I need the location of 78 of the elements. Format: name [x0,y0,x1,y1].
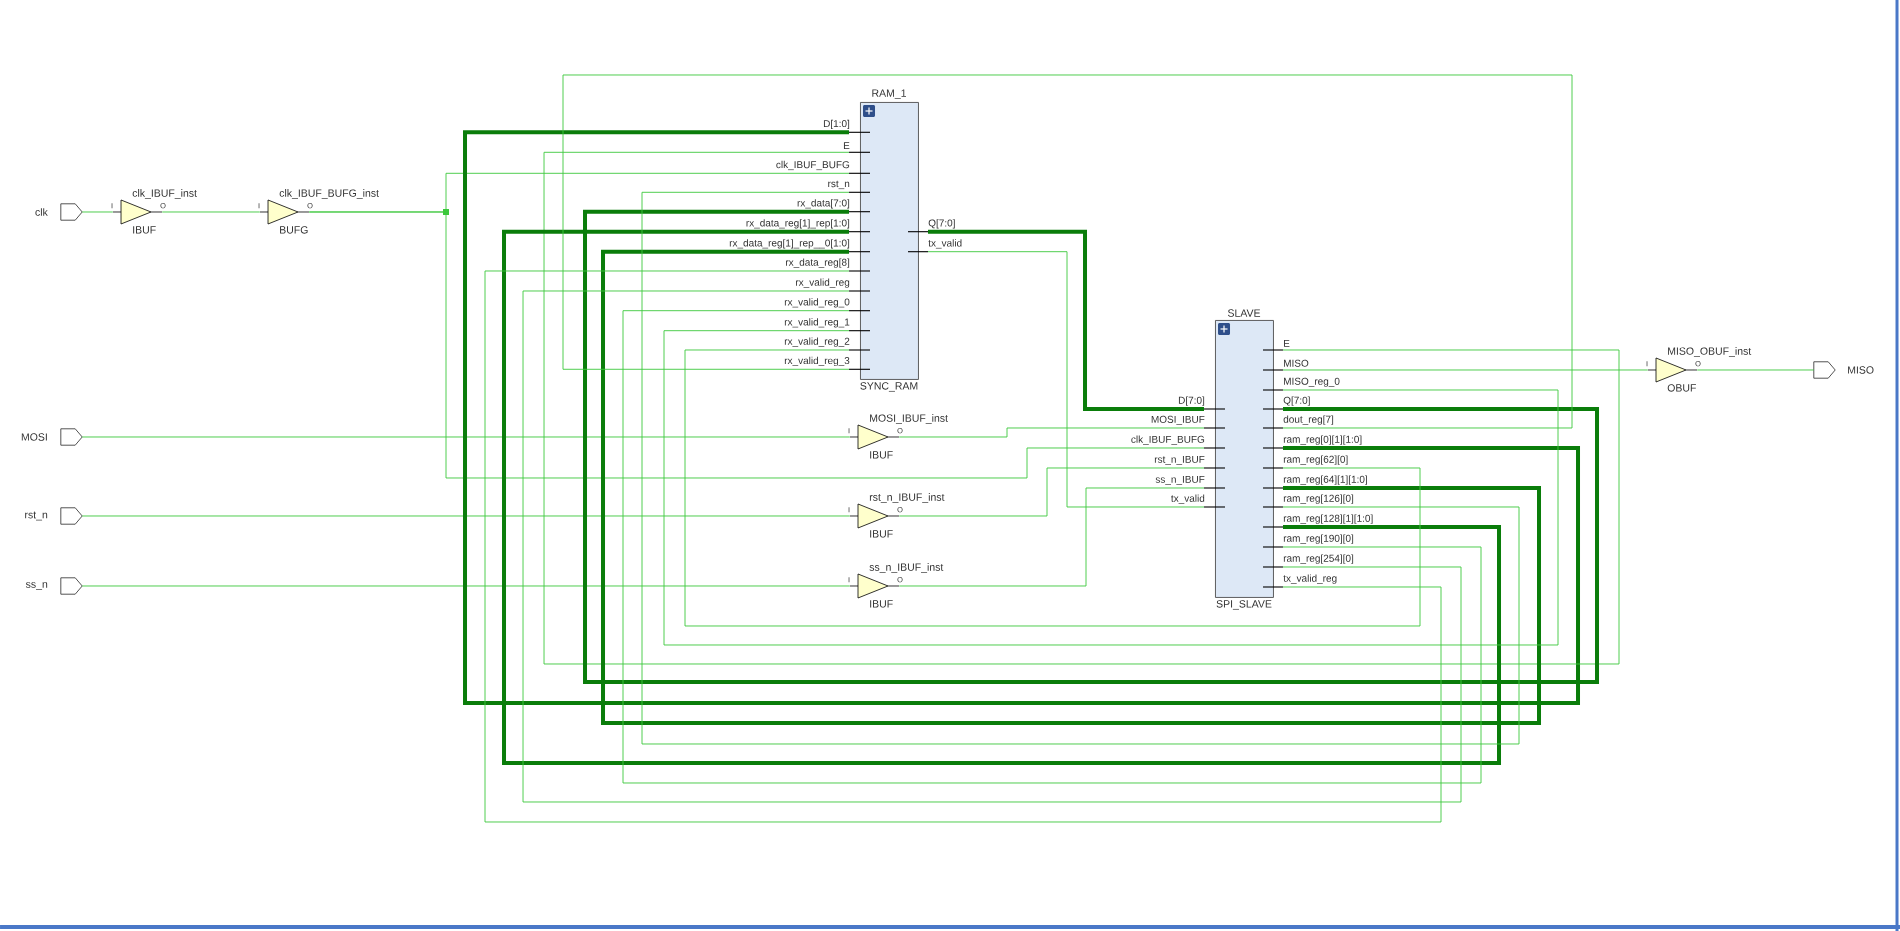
pin-label: ram_reg[64][1][1:0] [1283,475,1367,485]
pin-label: tx_valid [1171,494,1205,504]
wire [308,211,1205,479]
pin-label: MISO_reg_0 [1284,377,1340,387]
wire [898,487,1205,587]
wire [927,251,1205,508]
pin-label: Q[7:0] [1283,396,1310,406]
pin-label: clk_IBUF_BUFG [1131,435,1205,445]
wire [81,436,851,438]
wire [663,330,1559,646]
instance-label: RAM_1 [872,89,906,99]
pin-label: ram_reg[0][1][1:0] [1283,435,1362,445]
wire [502,229,1501,765]
pin-label: rx_data_reg[1]_rep__0[1:0] [729,239,850,249]
pin-label: D[1:0] [823,119,850,130]
pin-label: E [1284,339,1290,347]
cell-type-label: IBUF [870,600,893,608]
pin-label: rx_data[7:0] [797,199,850,209]
instance-label: SLAVE [1227,309,1261,317]
wire [1696,369,1815,371]
instance-label: ss_n_IBUF_inst [869,563,944,573]
pin-label: E [843,142,850,150]
port-label: ss_n [25,582,48,590]
pin-label: tx_valid_reg [1283,574,1337,584]
instance-label: clk_IBUF_BUFG_inst [279,189,379,199]
wire [543,151,1620,665]
pin-label: ram_reg[190][0] [1283,534,1354,544]
pin-label: rst_n_IBUF [1154,455,1205,465]
pin-label: rx_data_reg[1]_rep[1:0] [746,219,850,229]
cell-type-label: BUFG [280,226,308,234]
pin-label: ram_reg[126][0] [1283,494,1354,504]
wire [583,209,1599,684]
instance-label: clk_IBUF_inst [132,189,197,199]
cell-type-label: SPI_SLAVE [1216,600,1272,610]
wire [1282,369,1649,371]
pin-label: D[7:0] [1178,396,1205,406]
wire [641,191,1520,745]
cell-type-label: SYNC_RAM [860,382,918,392]
cell-type-label: IBUF [133,226,156,234]
wire [463,130,1580,705]
wire [81,515,851,517]
wire [898,427,1205,438]
cell-type-label: OBUF [1667,384,1696,392]
pin-label: tx_valid [928,239,962,249]
port-label: clk [35,208,48,216]
pin-label: MISO [1284,359,1309,367]
pin-label: ram_reg[128][1][1:0] [1283,514,1373,524]
pin-label: rst_n [828,180,850,190]
pin-label: rx_data_reg[8] [786,258,850,268]
wire [898,467,1205,517]
wire [81,211,114,213]
pin-label: dout_reg[7] [1283,415,1334,425]
pin-label: clk_IBUF_BUFG [776,160,850,171]
port-label: MOSI [21,433,47,441]
pin-label: rx_valid_reg_2 [784,337,850,347]
wire [601,249,1541,725]
wire [684,349,1421,627]
pin-label: ram_reg[254][0] [1283,554,1354,564]
pin-label: rx_valid_reg_1 [784,318,850,328]
pin-label: rx_valid_reg_3 [784,356,850,367]
wire [928,229,1204,411]
pin-label: rx_valid_reg [796,278,850,288]
pin-label: ram_reg[62][0] [1283,455,1348,465]
cell-type-label: IBUF [870,530,893,538]
pin-label: rx_valid_reg_0 [784,298,850,308]
wire [161,211,261,213]
port-label: rst_n [25,511,48,521]
wire [622,310,1482,784]
pin-label: MOSI_IBUF [1151,415,1205,425]
instance-label: MOSI_IBUF_inst [870,414,948,424]
port-label: MISO [1848,366,1874,374]
instance-label: rst_n_IBUF_inst [869,493,945,503]
instance-label: MISO_OBUF_inst [1668,347,1752,357]
wire [562,74,1573,429]
pin-label: Q[7:0] [928,219,955,229]
pin-label: ss_n_IBUF [1155,475,1205,485]
wire [81,585,851,587]
cell-type-label: IBUF [870,451,893,459]
